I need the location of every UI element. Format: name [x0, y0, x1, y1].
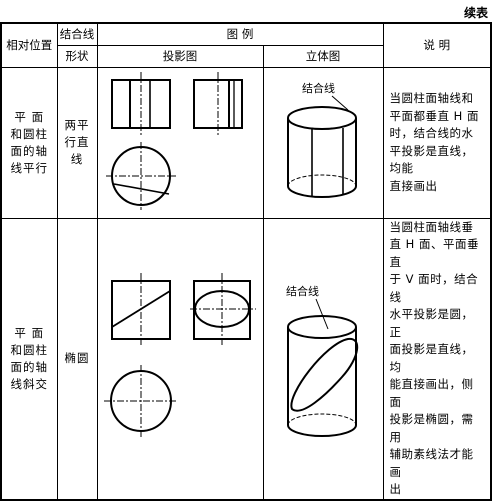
header-diagram-example: 图 例	[96, 22, 384, 46]
row2-projection-drawing	[96, 217, 264, 500]
row2-projection-svg	[103, 272, 256, 439]
row1-shape: 两平 行直 线	[56, 66, 98, 219]
table-row: 平 面 和圆柱 面的轴 线平行 两平 行直 线	[0, 66, 492, 219]
row1-description: 当圆柱面轴线和 平面都垂直 H 面 时，结合线的水 平投影是直线，均能 直接画出	[382, 66, 492, 219]
row2-shape: 椭圆	[56, 217, 98, 500]
row1-relative-position: 平 面 和圆柱 面的轴 线平行	[0, 66, 58, 219]
header-shape-line1: 结合线	[56, 22, 98, 46]
row1-cylinder	[286, 105, 357, 198]
row1-projection-svg	[105, 71, 243, 210]
header-relative-position: 相对位置	[0, 22, 58, 68]
row1-intersection-label: 结合线	[302, 81, 335, 95]
row1-projection-drawing	[96, 66, 264, 219]
row2-leader-line	[315, 298, 328, 329]
row1-solid-drawing: 结合线	[262, 66, 384, 219]
header-solid: 立体图	[262, 44, 384, 68]
row2-solid-svg: 结合线	[286, 284, 358, 437]
row1-leader-line	[331, 95, 348, 110]
row1-solid-svg: 结合线	[286, 81, 357, 198]
row2-intersection-label: 结合线	[286, 284, 319, 298]
row2-description: 当圆柱面轴线垂 直 H 面、平面垂直 于 V 面时，结合线 水平投影是圆，正 面…	[382, 217, 492, 500]
header-shape-line2: 形状	[56, 44, 98, 68]
header-projection: 投影图	[96, 44, 264, 68]
header-explanation: 说 明	[382, 22, 492, 68]
comparison-table: 相对位置 结合线 图 例 说 明 形状 投影图 立体图 平 面 和圆柱 面的轴 …	[0, 22, 492, 501]
row2-relative-position: 平 面 和圆柱 面的轴 线斜交	[0, 217, 58, 500]
row2-solid-drawing: 结合线	[262, 217, 384, 500]
table-row: 平 面 和圆柱 面的轴 线斜交 椭圆	[0, 217, 492, 500]
table-caption: 续表	[463, 6, 488, 20]
